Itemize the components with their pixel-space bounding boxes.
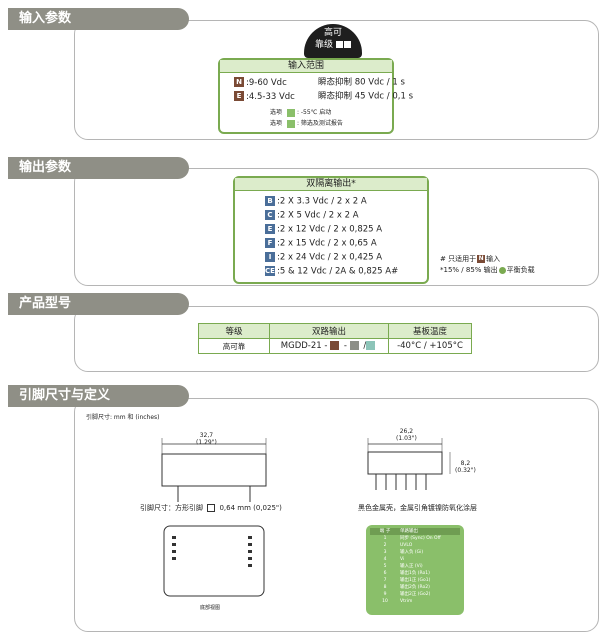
depth-dimension: 26,2 (1.03") [396,428,417,442]
pin-type-note: 引脚尺寸：方形引脚 0,64 mm (0,025") [140,504,282,512]
option-row-2: 选项 : 筛选及测试报告 [270,119,343,128]
code-e: E [234,91,244,101]
badge-line1: 高可 [323,28,342,38]
order-header-temp: 基板温度 [388,323,472,339]
option-badge-icon [286,119,295,128]
output-box-title: 双隔离输出* [235,178,427,191]
front-view-drawing [161,438,267,502]
section-header-pins: 引脚尺寸与定义 [8,385,189,407]
output-code-placeholder [349,341,359,350]
output-box: 双隔离输出* B:2 X 3.3 Vdc / 2 x 2 A C:2 X 5 V… [233,176,429,284]
output-note-2: *15% / 85% 输出平衡负载 [440,266,535,274]
output-row-b: B:2 X 3.3 Vdc / 2 x 2 A [265,196,367,208]
output-row-e: E:2 x 12 Vdc / 2 x 0,825 A [265,224,382,236]
order-header-grade: 等级 [198,323,270,339]
code-n: N [234,77,244,87]
section-title: 输出参数 [19,160,72,175]
pin-table-header: 端 子单路输出 [370,528,460,535]
balanced-load-icon [498,266,506,274]
option-code-placeholder [366,341,376,350]
section-header-model: 产品型号 [8,293,189,315]
pins-panel [74,398,599,632]
pin-unit-note: 引脚尺寸: mm 和 (inches) [86,414,160,421]
order-grade: 高可靠 [198,338,270,354]
badge-line2: 靠级 [304,39,362,51]
bottom-view-drawing [163,525,265,597]
reliability-badge: 高可 靠级 [304,24,362,58]
order-temp: -40°C / +105°C [388,338,472,354]
option-badge-icon [286,108,295,117]
output-row-f: F:2 x 15 Vdc / 2 x 0,65 A [265,238,377,250]
section-title: 引脚尺寸与定义 [19,388,111,403]
section-header-input: 输入参数 [8,8,189,30]
order-header-output: 双路输出 [269,323,389,339]
width-dimension: 32,7 (1.29") [196,432,217,446]
height-dimension: 8,2 (0.32") [455,460,476,474]
order-table: 等级 双路输出 基板温度 高可靠 MGDD-21 - - / -40°C / +… [198,323,472,354]
bottom-view-label: 底部视图 [200,605,221,611]
case-note: 黑色金属壳，金属引角镀镍防氧化涂层 [358,504,477,512]
input-range-title: 输入范围 [220,60,392,73]
section-title: 输入参数 [19,11,72,26]
side-view-drawing [367,438,451,490]
order-model: MGDD-21 - - / [269,338,389,354]
output-row-i: I:2 x 24 Vdc / 2 x 0,425 A [265,252,382,264]
option-row-1: 选项 : -55℃ 启动 [270,108,332,117]
square-pin-icon [207,504,216,512]
output-row-ce: CE:5 & 12 Vdc / 2A & 0,825 A# [265,266,399,277]
output-row-c: C:2 X 5 Vdc / 2 x 2 A [265,210,359,222]
input-code-placeholder [330,341,340,350]
section-title: 产品型号 [19,296,72,311]
section-header-output: 输出参数 [8,157,189,179]
